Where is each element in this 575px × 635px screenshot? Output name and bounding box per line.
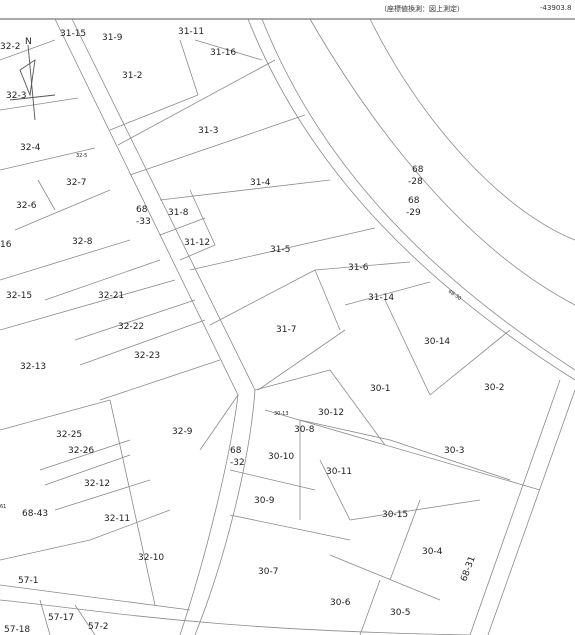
parcel-label: 32-15 [6, 291, 32, 301]
parcel-label: 32-11 [104, 514, 130, 524]
parcel-label: 31-7 [276, 325, 296, 335]
parcel-label: 30-15 [382, 510, 408, 520]
parcel-label: 31-16 [210, 48, 236, 58]
road-label: 68 [408, 196, 420, 206]
road-label: 68 [136, 205, 148, 215]
parcel-label: 61 [0, 504, 6, 510]
parcel-label: 30-4 [422, 547, 443, 557]
parcel-label: 31-12 [184, 238, 210, 248]
parcel-label: 30-9 [254, 496, 275, 506]
road-68-32 [179, 369, 331, 635]
parcel-label: 30-11 [326, 467, 352, 477]
road-label: 68 [412, 165, 424, 175]
parcel-label: 31-9 [102, 33, 123, 43]
parcel-label: 30-3 [444, 446, 464, 456]
parcel-label: 32-13 [20, 362, 46, 372]
road-label: 68 [230, 446, 242, 456]
parcel-label: 32-26 [68, 446, 94, 456]
road-68-28-29 [247, 18, 575, 381]
parcel-label: 32-4 [20, 143, 41, 153]
road-label: 68-30 [447, 289, 462, 302]
parcel-label: 31-4 [250, 178, 271, 188]
parcel-label: 32-21 [98, 291, 124, 301]
parcel-label: 32-12 [84, 479, 110, 489]
parcel-label: 32-2 [0, 42, 20, 52]
parcel-label: 30-10 [268, 452, 294, 462]
road-label: -29 [406, 208, 421, 218]
parcel-label: 32-9 [172, 427, 193, 437]
parcel-label: 31-6 [348, 263, 369, 273]
parcel-label: 32-10 [138, 553, 164, 563]
road-68-31 [469, 379, 575, 635]
parcel-label: 32-6 [16, 201, 37, 211]
parcel-label: 57-17 [48, 613, 74, 623]
parcel-label: 31-14 [368, 293, 394, 303]
parcel-label: 57-18 [4, 625, 30, 635]
road-label: -32 [230, 458, 245, 468]
parcel-label: 30-2 [484, 383, 504, 393]
parcel-label: 30-5 [390, 608, 410, 618]
parcel-label: 32-7 [66, 178, 86, 188]
parcel-label: 31-3 [198, 126, 218, 136]
road-label: -33 [136, 217, 151, 227]
parcel-label: 16 [0, 240, 12, 250]
road-68-33 [54, 18, 256, 396]
parcel-label: 30-14 [424, 337, 450, 347]
parcel-label: 32-3 [6, 91, 26, 101]
parcel-label: 32-23 [134, 351, 160, 361]
parcel-label: 68-43 [22, 509, 48, 519]
parcel-label: 57-2 [88, 622, 108, 632]
parcel-label: 30-8 [294, 425, 315, 435]
parcel-boundaries [0, 39, 541, 635]
map-header: （座標値換測：図上測定） -43903.8 [380, 4, 575, 18]
parcel-label: 31-11 [178, 27, 204, 37]
header-note: （座標値換測：図上測定） [380, 5, 464, 13]
parcel-label: 57-1 [18, 576, 38, 586]
parcel-label: 32-5 [76, 153, 87, 159]
parcel-label: 31-5 [270, 245, 290, 255]
parcel-label: 31-8 [168, 208, 189, 218]
road-label: 68-31 [459, 555, 477, 583]
parcel-label: 32-25 [56, 430, 82, 440]
north-label: N [25, 37, 32, 47]
parcel-label: 31-2 [122, 71, 142, 81]
parcel-label: 32-8 [72, 237, 93, 247]
parcel-label: 30-6 [330, 598, 351, 608]
parcel-label: 30-1 [370, 384, 390, 394]
header-coordinate: -43903.8 [540, 4, 572, 12]
road-label: -28 [408, 177, 423, 187]
parcel-label: 30-7 [258, 567, 278, 577]
parcel-label: 31-15 [60, 29, 86, 39]
parcel-label: 30-13 [274, 411, 289, 417]
north-arrow-icon [9, 44, 56, 121]
parcel-label: 32-22 [118, 322, 144, 332]
parcel-label: 30-12 [318, 408, 344, 418]
